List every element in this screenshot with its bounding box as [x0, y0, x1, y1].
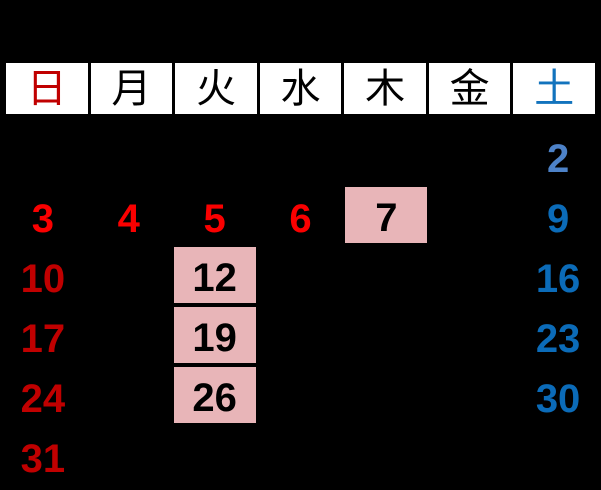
date-cell-7[interactable]: 7: [345, 187, 428, 243]
weekday-cell-sunday: 日: [6, 63, 88, 114]
weekday-cell-tuesday: 火: [175, 63, 257, 114]
date-label: 19: [192, 316, 237, 360]
date-cell-31[interactable]: 31: [0, 425, 86, 485]
date-cell-23[interactable]: 23: [515, 305, 601, 365]
weekday-label: 水: [280, 66, 321, 111]
weekday-cell-friday: 金: [428, 63, 511, 114]
weekday-label: 月: [111, 66, 152, 111]
date-label: 7: [375, 196, 398, 240]
date-label: 26: [192, 376, 237, 420]
weekday-cell-thursday: 木: [344, 63, 426, 114]
date-cell-4[interactable]: 4: [86, 185, 172, 245]
weekday-cell-saturday: 土: [513, 63, 596, 114]
date-cell-2[interactable]: 2: [515, 125, 601, 185]
date-cell-16[interactable]: 16: [515, 245, 601, 305]
date-label: 9: [546, 197, 570, 241]
date-cell-17[interactable]: 17: [0, 305, 86, 365]
date-label: 31: [20, 437, 66, 481]
date-cell-6[interactable]: 6: [258, 185, 344, 245]
weekday-label: 土: [534, 66, 575, 111]
date-label: 17: [20, 317, 66, 361]
date-label: 2: [546, 137, 570, 181]
date-label: 30: [535, 377, 581, 421]
date-label: 24: [20, 377, 66, 421]
date-cell-26[interactable]: 26: [173, 367, 256, 423]
date-label: 3: [31, 197, 55, 241]
date-label: 12: [192, 256, 237, 300]
date-cell-12[interactable]: 12: [173, 247, 256, 303]
date-cell-10[interactable]: 10: [0, 245, 86, 305]
date-label: 4: [117, 197, 140, 241]
date-cell-3[interactable]: 3: [0, 185, 86, 245]
weekday-label: 日: [26, 66, 67, 111]
date-cell-9[interactable]: 9: [515, 185, 601, 245]
weekday-header: 日月火水木金土: [3, 60, 598, 117]
weekday-cell-wednesday: 水: [259, 63, 342, 114]
date-cell-5[interactable]: 5: [172, 185, 258, 245]
date-label: 23: [535, 317, 581, 361]
weekday-label: 火: [195, 66, 236, 111]
date-label: 6: [289, 197, 312, 241]
date-cell-30[interactable]: 30: [515, 365, 601, 425]
date-cell-19[interactable]: 19: [173, 307, 256, 363]
weekday-label: 木: [365, 66, 406, 111]
weekday-cell-monday: 月: [90, 63, 173, 114]
date-cell-24[interactable]: 24: [0, 365, 86, 425]
date-label: 5: [203, 197, 226, 241]
date-label: 10: [20, 257, 66, 301]
date-label: 16: [535, 257, 581, 301]
weekday-label: 金: [449, 66, 490, 111]
